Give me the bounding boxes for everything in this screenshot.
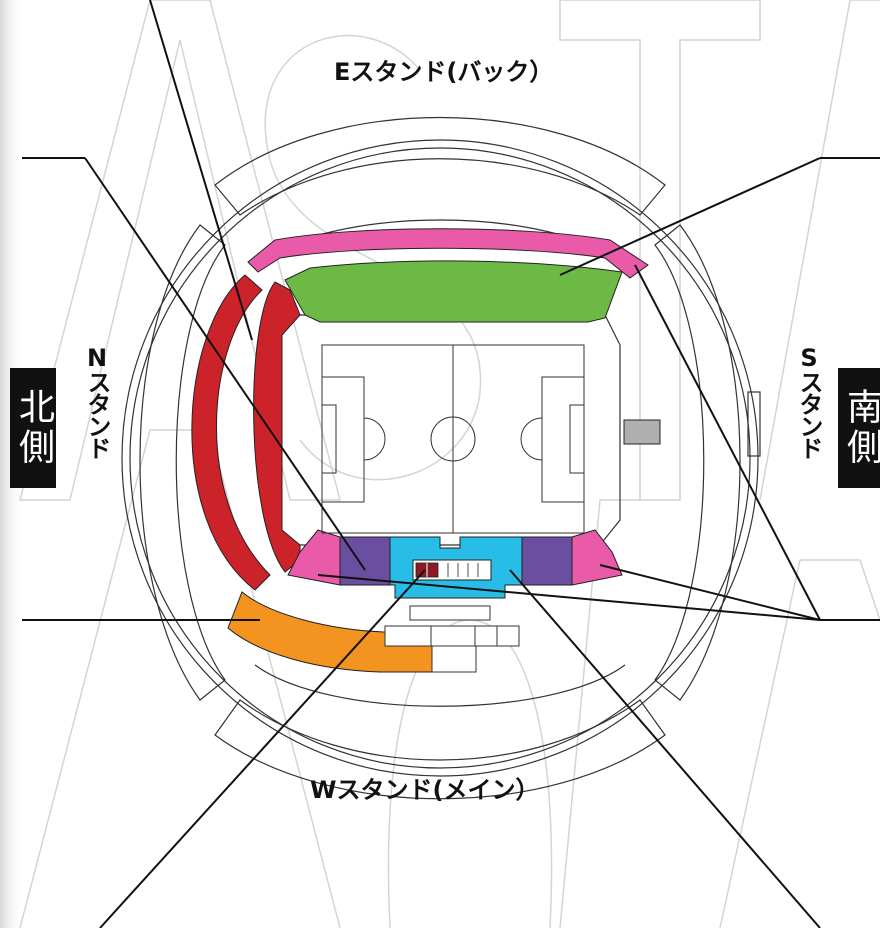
north-upper-stand-red[interactable] bbox=[191, 274, 271, 591]
south-stand-label: Sスタンド bbox=[795, 344, 823, 458]
west-corner-pink-right[interactable] bbox=[571, 529, 623, 586]
pointer-lines bbox=[22, 0, 880, 928]
south-side-badge: 南側 bbox=[838, 368, 880, 488]
south-gray-block[interactable] bbox=[623, 419, 661, 445]
east-stand-label: Eスタンド(バック） bbox=[334, 58, 554, 86]
east-lower-stand-green[interactable] bbox=[284, 260, 623, 323]
north-stand-label: Nスタンド bbox=[83, 344, 111, 458]
west-corner-pink-left[interactable] bbox=[287, 529, 341, 586]
north-lower-stand-red[interactable] bbox=[253, 281, 301, 573]
east-upper-stand-pink[interactable] bbox=[247, 228, 649, 279]
west-stand-label: Wスタンド(メイン） bbox=[310, 776, 540, 804]
watermark bbox=[19, 0, 880, 928]
west-purple-right[interactable] bbox=[521, 536, 573, 586]
north-side-badge: 北側 bbox=[10, 368, 56, 488]
west-structures bbox=[384, 605, 520, 673]
soccer-pitch bbox=[321, 344, 585, 534]
